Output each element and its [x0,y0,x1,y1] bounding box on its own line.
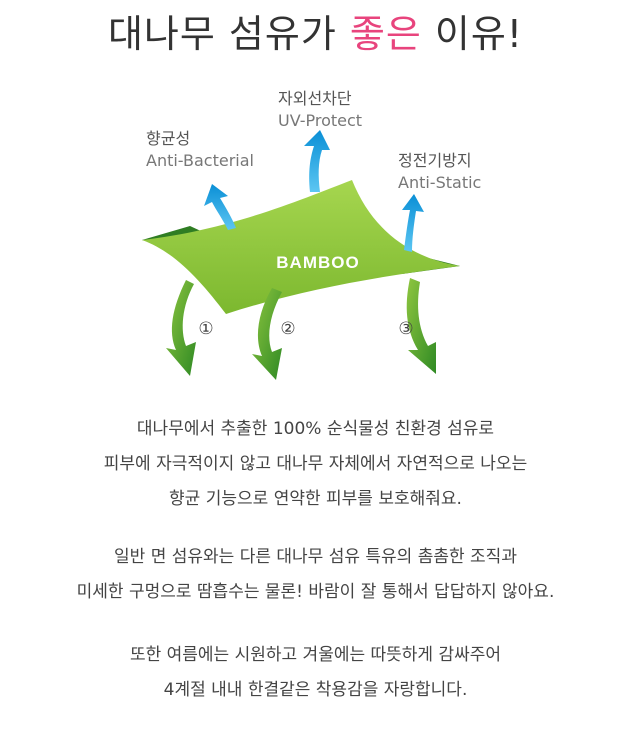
feature-ko-label: 향균성 [146,129,191,148]
down-arrow-icon [166,280,196,376]
title-text-before: 대나무 섬유가 [107,12,350,56]
paragraph-line: 일반 면 섬유와는 다른 대나무 섬유 특유의 촘촘한 조직과 [114,547,517,567]
step-number-1: ① [198,319,213,339]
bamboo-label: BAMBOO [276,253,359,272]
feature-uv-protect: 자외선차단 UV-Protect [278,88,362,132]
feature-ko-label: 정전기방지 [398,151,472,170]
up-arrow-icon [402,194,424,252]
feature-en-label: UV-Protect [278,111,363,130]
paragraph-line: 향균 기능으로 연약한 피부를 보호해줘요. [169,489,462,509]
paragraph-line: 미세한 구멍으로 땀흡수는 물론! 바람이 잘 통해서 답답하지 않아요. [76,582,555,602]
paragraph-line: 피부에 자극적이지 않고 대나무 자체에서 자연적으로 나오는 [103,454,528,474]
description-paragraph-2: 일반 면 섬유와는 다른 대나무 섬유 특유의 촘촘한 조직과 미세한 구멍으로… [0,540,631,610]
bamboo-leaf [142,180,460,314]
bamboo-diagram-graphic: BAMBOO ① ② ③ [142,130,460,380]
bamboo-diagram: BAMBOO ① ② ③ 향균성 Anti-Bacterial 자외선차단 UV… [0,80,631,400]
feature-en-label: Anti-Static [398,173,482,192]
feature-ko-label: 자외선차단 [278,89,352,108]
step-number-2: ② [280,319,295,339]
feature-anti-bacterial: 향균성 Anti-Bacterial [146,128,254,172]
step-number-3: ③ [398,319,413,339]
down-arrow-icon [252,288,282,380]
feature-anti-static: 정전기방지 Anti-Static [398,150,481,194]
paragraph-line: 또한 여름에는 시원하고 겨울에는 따뜻하게 감싸주어 [129,645,502,665]
down-arrow-icon [406,278,436,374]
description-paragraph-1: 대나무에서 추출한 100% 순식물성 친환경 섬유로 피부에 자극적이지 않고… [0,412,631,517]
description-paragraph-3: 또한 여름에는 시원하고 겨울에는 따뜻하게 감싸주어 4계절 내내 한결같은 … [0,638,631,708]
feature-en-label: Anti-Bacterial [146,151,254,170]
paragraph-line: 4계절 내내 한결같은 착용감을 자랑합니다. [163,680,468,700]
up-arrow-icon [304,130,330,192]
title-highlight: 좋은 [349,12,422,56]
paragraph-line: 대나무에서 추출한 100% 순식물성 친환경 섬유로 [136,419,495,439]
up-arrow-icon [204,184,236,230]
title-text-after: 이유! [421,12,524,56]
page-title: 대나무 섬유가 좋은 이유! [0,8,631,60]
